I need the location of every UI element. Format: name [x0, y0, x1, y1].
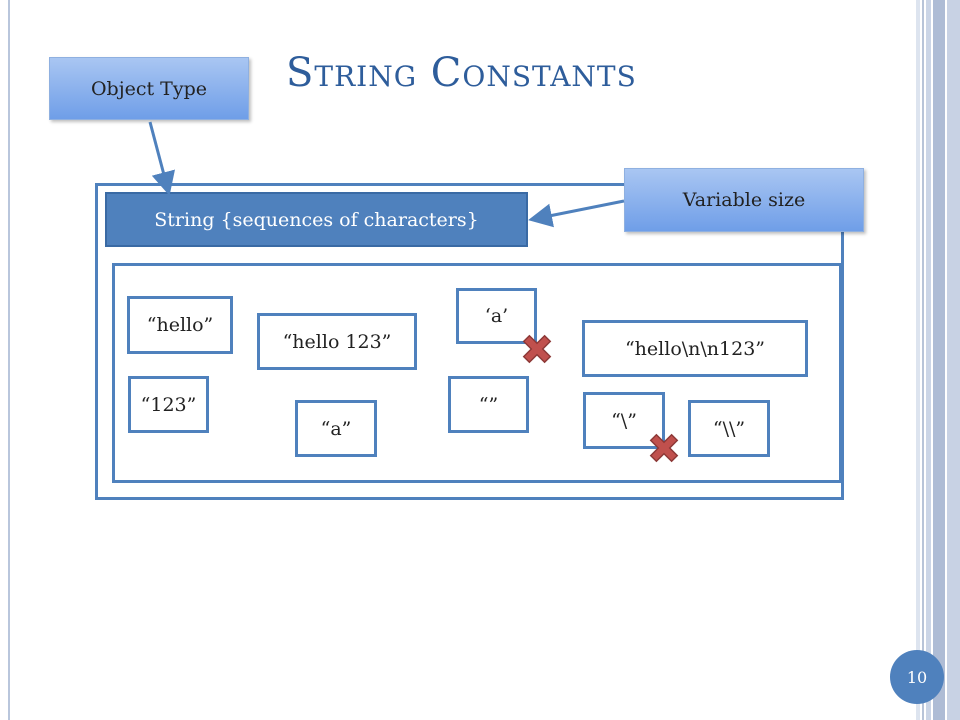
literal-double-backslash: “\\” [688, 400, 770, 457]
literal-char-a: ‘a’ [456, 288, 537, 344]
object-type-arrow [148, 121, 175, 196]
slide-title: String Constants [286, 50, 637, 96]
string-type-header: String {sequences of characters} [105, 192, 528, 247]
string-examples-frame [112, 263, 842, 483]
literal-empty-string: “” [448, 376, 529, 433]
literal-123: “123” [128, 376, 209, 433]
slide-number-badge: 10 [890, 650, 944, 704]
variable-size-callout: Variable size [624, 168, 864, 232]
literal-hello-123: “hello 123” [257, 313, 417, 370]
x-icon [649, 433, 679, 463]
literal-string-a: “a” [295, 400, 377, 457]
string-type-frame [95, 183, 844, 500]
literal-hello-newlines-123: “hello\n\n123” [582, 320, 808, 377]
x-icon [522, 334, 552, 364]
right-decorative-stripes [916, 0, 960, 720]
literal-hello: “hello” [127, 296, 233, 354]
object-type-callout: Object Type [49, 57, 249, 120]
left-border [8, 0, 10, 720]
